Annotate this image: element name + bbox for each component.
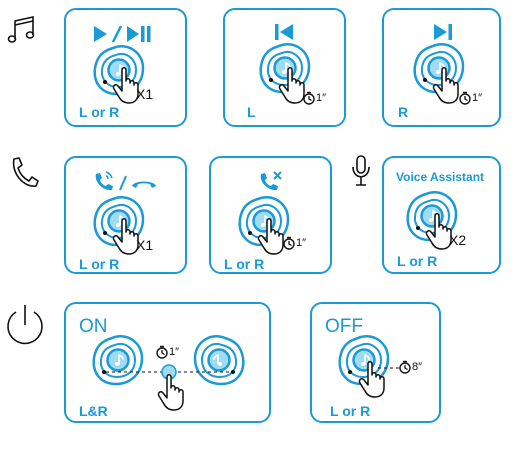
- side-label: L or R: [79, 256, 120, 272]
- reject-call-icon: [260, 171, 282, 191]
- link-line: [106, 371, 236, 373]
- play-pause-icon: [94, 25, 151, 43]
- clock-icon: [303, 91, 315, 105]
- earbud-icon: [93, 44, 145, 96]
- tap-hand-icon: [425, 213, 452, 250]
- earbud-icon: [338, 334, 390, 386]
- earbud-icon: [259, 42, 311, 94]
- next-track-icon: [434, 24, 452, 40]
- card-title: OFF: [325, 316, 363, 337]
- tap-hand-icon: [432, 67, 459, 104]
- tap-hand-icon: [112, 218, 139, 255]
- earbud-icon: [93, 195, 145, 247]
- gesture-count: X1: [136, 237, 154, 253]
- hold-duration: 1″: [169, 346, 180, 358]
- hold-duration: 8″: [412, 361, 423, 373]
- side-label: R: [398, 104, 409, 120]
- phone-icon: [12, 157, 39, 187]
- side-label: L or R: [330, 403, 371, 419]
- power-on-card: ON 1″ L&R: [64, 302, 271, 423]
- previous-track-icon: [275, 24, 293, 40]
- music-note-icon: [7, 16, 35, 43]
- side-label: L or R: [79, 104, 120, 120]
- tap-hand-icon: [358, 361, 385, 398]
- clock-icon: [399, 360, 411, 374]
- play-pause-card: X1 L or R: [64, 8, 187, 127]
- side-label: L or R: [397, 253, 438, 269]
- earbud-right-icon: [219, 360, 220, 361]
- next-track-card: 1″ R: [382, 8, 501, 127]
- hold-duration: 1″: [316, 92, 327, 104]
- tap-hand-icon: [278, 67, 305, 104]
- answer-end-call-icon: [95, 171, 156, 191]
- clock-icon: [156, 345, 168, 359]
- hold-duration: 1″: [296, 237, 307, 249]
- voice-assistant-card: Voice Assistant X2 L or R: [382, 156, 501, 274]
- earbud-icon: [238, 195, 290, 247]
- side-label: L&R: [79, 403, 108, 419]
- gesture-count: X1: [136, 86, 154, 102]
- power-icon: [7, 305, 43, 345]
- clock-icon: [283, 236, 295, 250]
- previous-track-card: 1″ L: [223, 8, 346, 127]
- clock-icon: [459, 91, 471, 105]
- tap-hand-icon: [257, 218, 284, 255]
- side-label: L or R: [224, 256, 265, 272]
- reject-call-card: 1″ L or R: [209, 156, 332, 274]
- power-off-card: OFF 8″ L or R: [310, 302, 441, 423]
- gesture-count: X2: [449, 232, 467, 248]
- earbud-icon: [406, 190, 458, 242]
- side-label: L: [247, 104, 256, 120]
- card-title: ON: [79, 316, 108, 337]
- hold-duration: 1″: [472, 92, 483, 104]
- card-title: Voice Assistant: [396, 170, 485, 184]
- tap-hand-icon: [112, 67, 139, 104]
- tap-hand-icon: [157, 374, 184, 411]
- earbud-icon: [413, 42, 465, 94]
- answer-end-call-card: X1 L or R: [64, 156, 187, 274]
- microphone-icon: [352, 155, 370, 186]
- earbud-left-icon: [92, 334, 144, 386]
